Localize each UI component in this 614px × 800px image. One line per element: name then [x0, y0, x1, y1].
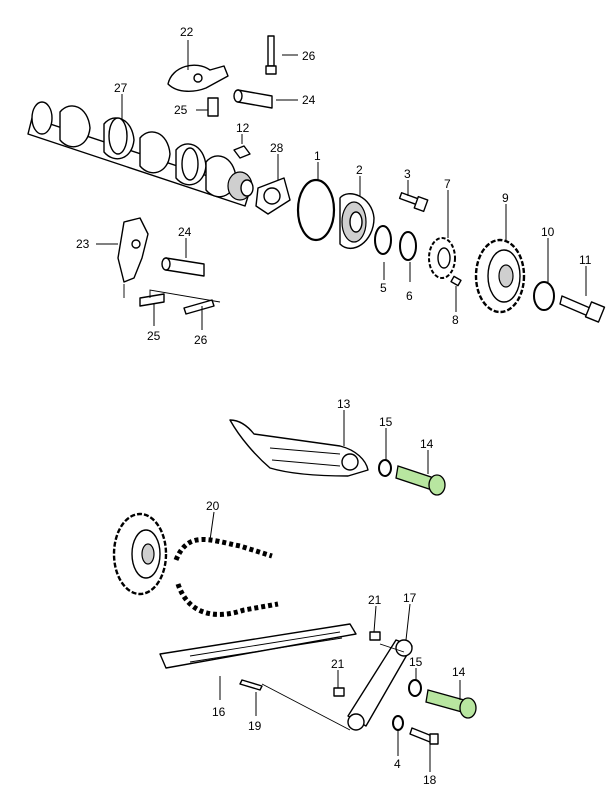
seal-ring — [374, 225, 392, 255]
sprocket-bolt — [559, 295, 606, 323]
callout-11: 11 — [579, 253, 592, 267]
rocker-arm-upper — [167, 64, 229, 92]
callout-3: 3 — [404, 167, 411, 181]
rocker-shaft-upper — [233, 89, 273, 109]
camshaft — [27, 101, 254, 207]
chain-tensioner-rail — [159, 623, 357, 669]
callout-4: 4 — [394, 757, 401, 771]
guide-washer-upper — [378, 459, 392, 477]
callout-23: 23 — [76, 237, 90, 251]
callout-22: 22 — [180, 25, 194, 39]
callout-1: 1 — [314, 149, 321, 163]
callout-25-upper: 25 — [174, 103, 188, 117]
callout-24-upper: 24 — [302, 93, 316, 107]
callout-labels: 1 2 3 4 5 6 7 8 9 10 11 12 13 14 14 15 1… — [76, 25, 592, 787]
callout-8: 8 — [452, 313, 459, 327]
adjuster-lower — [139, 293, 165, 307]
callout-14-upper: 14 — [420, 437, 434, 451]
callout-14-lower: 14 — [452, 665, 466, 679]
tensioner-arm — [347, 639, 413, 731]
sprocket-washer — [533, 281, 555, 311]
leader-lines — [96, 40, 587, 772]
guide-pin-lower — [425, 689, 477, 719]
callout-15-upper: 15 — [379, 415, 393, 429]
crankshaft-sprocket — [112, 512, 168, 596]
guide-washer-lower — [408, 679, 422, 697]
callout-9: 9 — [502, 191, 509, 205]
rocker-arm-lower — [117, 217, 149, 283]
callout-24-lower: 24 — [178, 225, 192, 239]
callout-6: 6 — [406, 289, 413, 303]
arm-bolt — [409, 727, 439, 745]
bushing-lower — [333, 687, 345, 697]
adjuster-upper — [207, 97, 219, 117]
guide-pin-upper — [395, 465, 446, 496]
upper-chain-guide — [229, 419, 369, 477]
housing-bolt — [398, 192, 429, 213]
timing-chain — [173, 537, 279, 617]
camshaft-sprocket — [474, 238, 526, 314]
o-ring — [296, 178, 336, 242]
callout-21-upper: 21 — [368, 593, 382, 607]
callout-16: 16 — [212, 705, 226, 719]
bearing-housing — [339, 193, 375, 250]
rocker-shaft-lower — [161, 257, 205, 277]
callout-26-upper: 26 — [302, 49, 316, 63]
callout-17: 17 — [403, 591, 417, 605]
retainer-clip — [233, 145, 251, 159]
callout-28: 28 — [270, 141, 284, 155]
callout-13: 13 — [337, 397, 351, 411]
callout-15-lower: 15 — [409, 655, 423, 669]
callout-2: 2 — [356, 163, 363, 177]
callout-18: 18 — [423, 773, 437, 787]
flange-gasket — [255, 177, 291, 215]
woodruff-key — [450, 275, 462, 287]
spacer-washer — [399, 231, 417, 261]
callout-25-lower: 25 — [147, 329, 161, 343]
callout-12: 12 — [236, 121, 250, 135]
callout-26-lower: 26 — [194, 333, 208, 347]
callout-5: 5 — [380, 281, 387, 295]
bolt-upper — [265, 35, 277, 75]
bolt-lower — [183, 299, 215, 315]
bushing-upper — [369, 631, 381, 641]
small-sprocket — [428, 237, 456, 279]
callout-19: 19 — [248, 719, 262, 733]
callout-7: 7 — [444, 177, 451, 191]
callout-27: 27 — [114, 81, 128, 95]
guide-pin — [239, 679, 263, 691]
callout-20: 20 — [206, 499, 220, 513]
washer — [392, 715, 404, 731]
callout-10: 10 — [541, 225, 555, 239]
callout-21-lower: 21 — [331, 657, 345, 671]
